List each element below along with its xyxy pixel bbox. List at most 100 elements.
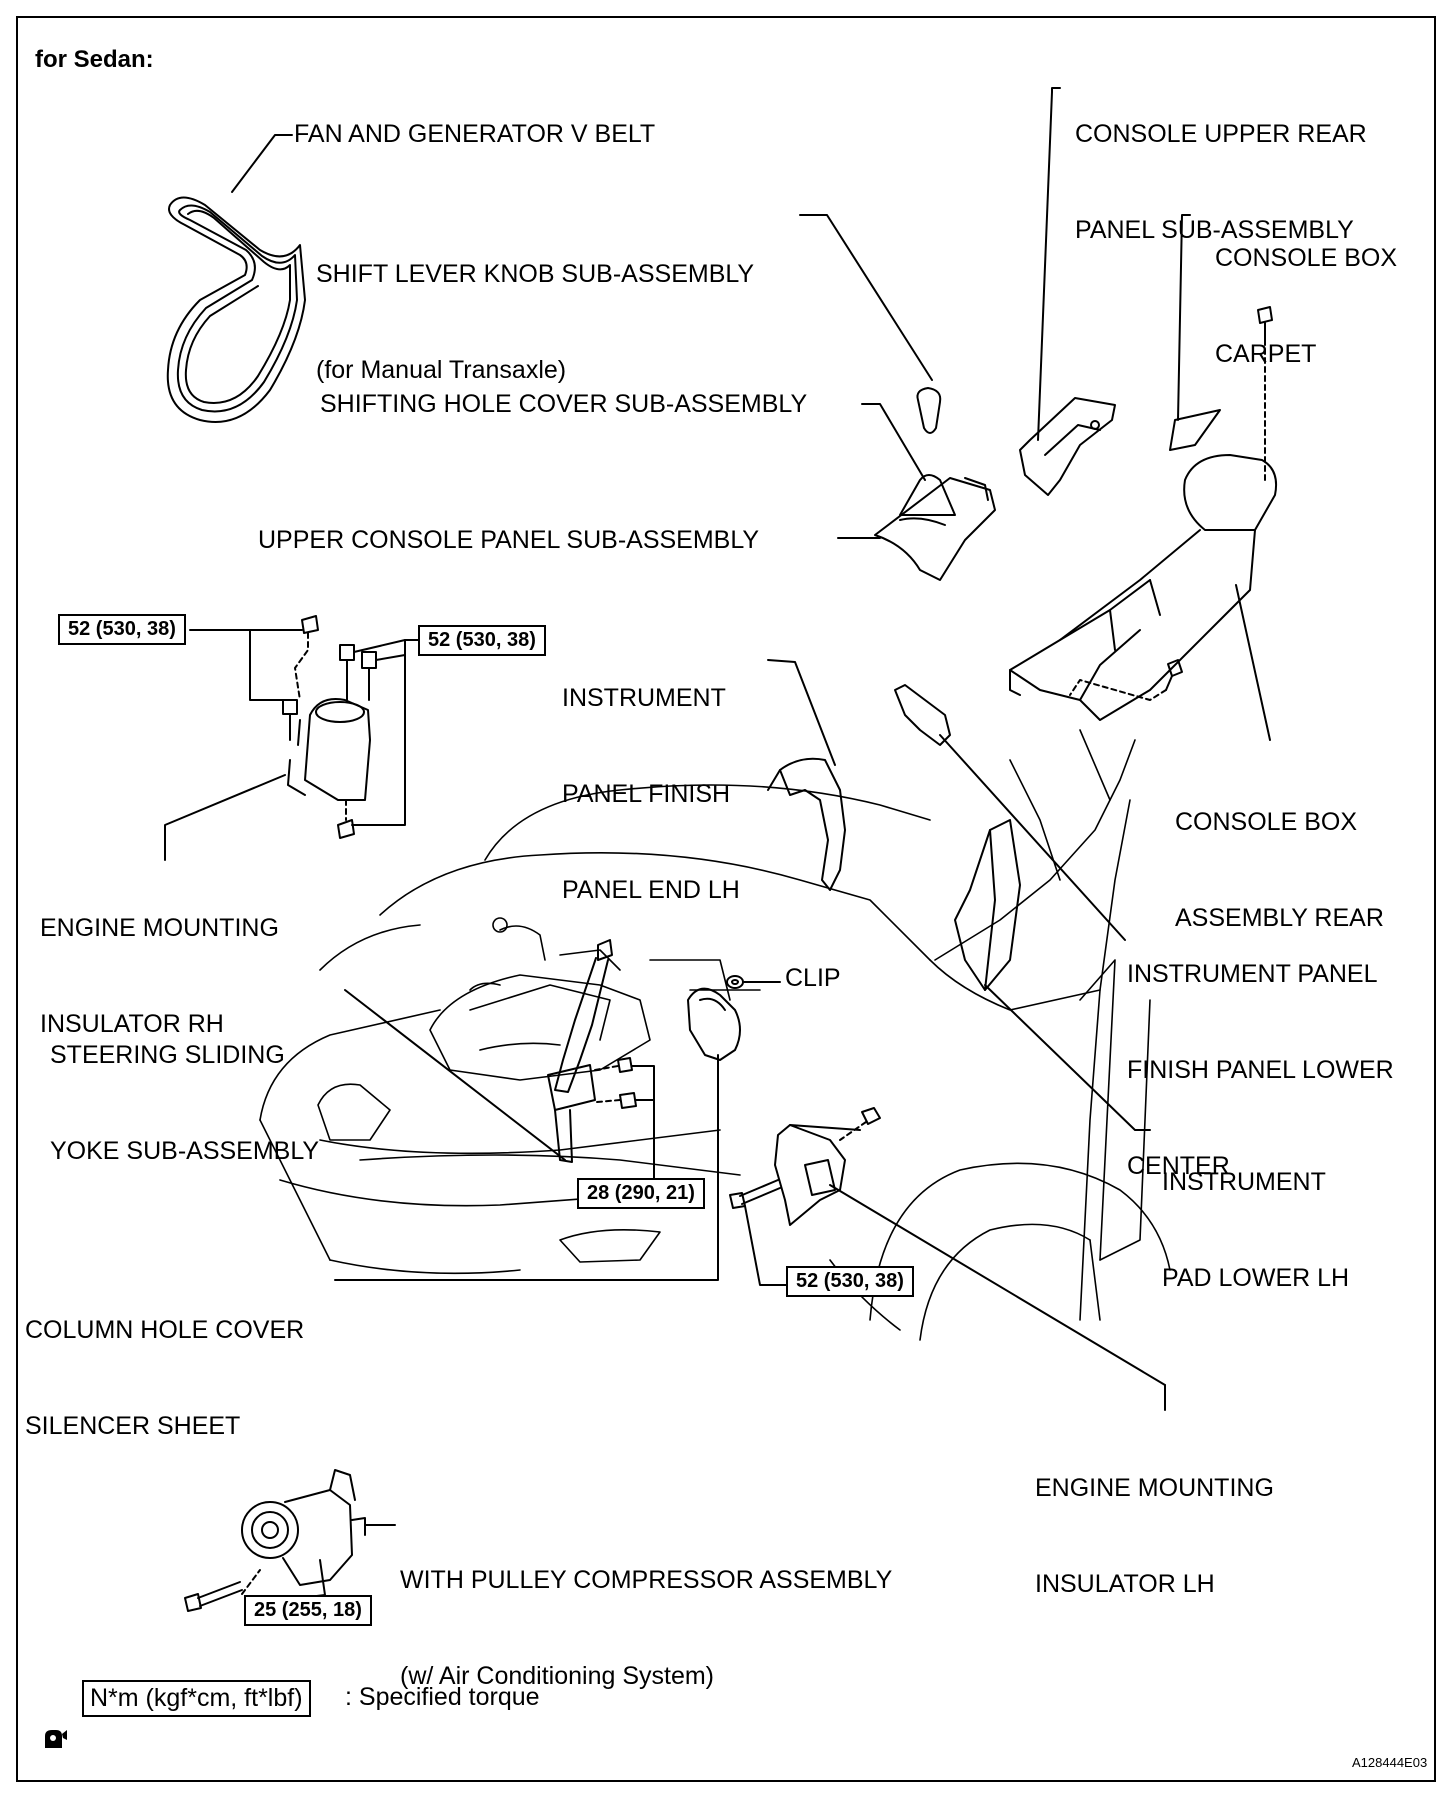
label-console-box-rear-line1: CONSOLE BOX (1175, 808, 1357, 836)
label-column-hole-cover-line2: SILENCER SHEET (25, 1412, 241, 1440)
label-console-box-carpet-line1: CONSOLE BOX (1215, 244, 1397, 272)
leader-engine-mount-lh (829, 1184, 1166, 1386)
mount-rh-guide (294, 632, 309, 701)
torque-bracket-rh-left (189, 629, 284, 701)
console-box-carpet-illustration (1169, 409, 1221, 451)
legend-description: : Specified torque (345, 1683, 540, 1711)
label-shift-hole-cover: SHIFTING HOLE COVER SUB-ASSEMBLY (320, 390, 808, 418)
label-finish-panel-lower-center: INSTRUMENT PANEL FINISH PANEL LOWER CENT… (1127, 894, 1394, 1246)
diagram-frame (16, 16, 1436, 1782)
torque-box-compressor: 25 (255, 18) (244, 1595, 372, 1626)
label-column-hole-cover: COLUMN HOLE COVER SILENCER SHEET (25, 1250, 304, 1506)
label-engine-mount-lh: ENGINE MOUNTING INSULATOR LH (1035, 1408, 1274, 1664)
label-console-box-rear-line2: ASSEMBLY REAR (1175, 904, 1384, 932)
legend-unit-box: N*m (kgf*cm, ft*lbf) (82, 1680, 311, 1717)
label-console-upper-rear: CONSOLE UPPER REAR PANEL SUB-ASSEMBLY (1075, 54, 1367, 310)
console-box-rear-illustration (1009, 454, 1278, 721)
leader-console-upper-rear (1037, 91, 1053, 441)
shift-boot-illustration (874, 474, 996, 581)
label-console-box-carpet: CONSOLE BOX CARPET (1215, 178, 1397, 434)
reuse-part-icon (45, 1730, 67, 1748)
engine-mount-lh-illustration (729, 1107, 881, 1226)
yoke-bolt-guide-b (596, 1099, 621, 1103)
label-finish-panel-lower-center-line1: INSTRUMENT PANEL (1127, 960, 1378, 988)
label-finish-panel-lower-center-line2: FINISH PANEL LOWER (1127, 1056, 1394, 1084)
label-finish-panel-end-lh-line3: PANEL END LH (562, 876, 740, 904)
instrument-pad-lower-lh-illustration (954, 819, 1021, 991)
variant-title: for Sedan: (35, 46, 154, 73)
label-shift-knob-line2: (for Manual Transaxle) (316, 356, 567, 384)
leader-shift-hole-cover (861, 403, 926, 481)
torque-bracket-yoke (631, 1065, 655, 1181)
label-engine-mount-rh-line1: ENGINE MOUNTING (40, 914, 279, 942)
finish-panel-lower-center-illustration (894, 684, 951, 746)
label-compressor-line2: (w/ Air Conditioning System) (400, 1662, 715, 1690)
label-console-upper-rear-line2: PANEL SUB-ASSEMBLY (1075, 216, 1354, 244)
engine-illustration (429, 917, 761, 1081)
leader-console-upper-rear-a (1051, 87, 1061, 93)
column-hole-cover-illustration (687, 987, 741, 1061)
torque-box-mount-rh-left: 52 (530, 38) (58, 614, 186, 645)
label-upper-console: UPPER CONSOLE PANEL SUB-ASSEMBLY (258, 526, 760, 554)
label-engine-mount-lh-line2: INSULATOR LH (1035, 1570, 1215, 1598)
label-fan-belt: FAN AND GENERATOR V BELT (294, 120, 656, 148)
label-console-upper-rear-line1: CONSOLE UPPER REAR (1075, 120, 1367, 148)
label-finish-panel-end-lh-line2: PANEL FINISH (562, 780, 731, 808)
leader-finish-lower-center (939, 734, 1126, 941)
console-upper-rear-panel-illustration (1019, 397, 1116, 496)
torque-box-mount-lh: 52 (530, 38) (786, 1266, 914, 1297)
torque-bracket-rh-right-c (375, 654, 406, 661)
leader-shift-knob (799, 214, 933, 381)
torque-bracket-lh (744, 1205, 789, 1286)
yoke-bolts-illustration (617, 1057, 637, 1109)
label-shift-knob: SHIFT LEVER KNOB SUB-ASSEMBLY (for Manua… (316, 194, 754, 450)
compressor-illustration (184, 1469, 366, 1612)
compressor-bolt-guide (241, 1569, 261, 1595)
label-compressor: WITH PULLEY COMPRESSOR ASSEMBLY (w/ Air … (400, 1500, 892, 1756)
label-engine-mount-rh-line2: INSULATOR RH (40, 1010, 224, 1038)
finish-panel-end-lh-illustration (767, 757, 846, 891)
label-finish-panel-lower-center-line3: CENTER (1127, 1152, 1230, 1180)
car-body-outline (259, 729, 1171, 1341)
leader-console-box-rear (1235, 584, 1271, 741)
clip-illustration (726, 975, 744, 989)
label-pad-lower-lh-line2: PAD LOWER LH (1162, 1264, 1350, 1292)
label-engine-mount-lh-line1: ENGINE MOUNTING (1035, 1474, 1274, 1502)
label-column-hole-cover-line1: COLUMN HOLE COVER (25, 1316, 305, 1344)
label-steering-yoke-line2: YOKE SUB-ASSEMBLY (50, 1137, 320, 1165)
figure-code: A128444E03 (1352, 1755, 1428, 1770)
leader-pad-lower-lh (984, 984, 1151, 1131)
leader-console-box-carpet (1177, 214, 1191, 421)
leader-finish-panel-end (767, 659, 836, 766)
shift-knob-illustration (916, 387, 942, 434)
leader-engine-mount-rh (164, 774, 286, 861)
leader-steering-yoke (344, 989, 566, 1161)
label-console-box-rear: CONSOLE BOX ASSEMBLY REAR (1175, 742, 1384, 998)
label-steering-yoke: STEERING SLIDING YOKE SUB-ASSEMBLY (50, 975, 319, 1231)
steering-yoke-illustration (547, 939, 613, 1163)
console-bolt-illustration (1257, 306, 1273, 341)
mount-lh-nut-guide (839, 1121, 867, 1141)
label-finish-panel-end-lh-line1: INSTRUMENT (562, 684, 726, 712)
torque-bracket-rh-right (351, 639, 419, 826)
label-console-box-carpet-line2: CARPET (1215, 340, 1317, 368)
console-bolt-guide (1069, 679, 1167, 701)
leader-v-belt (231, 134, 293, 193)
engine-mount-rh-illustration (282, 615, 377, 839)
label-clip: CLIP (785, 964, 841, 992)
leader-column-hole-cover (334, 1054, 719, 1281)
yoke-bolt-guide-a (594, 1065, 619, 1071)
console-side-bolt-illustration (1165, 659, 1183, 691)
label-pad-lower-lh-line1: INSTRUMENT (1162, 1168, 1326, 1196)
label-finish-panel-end-lh: INSTRUMENT PANEL FINISH PANEL END LH (562, 618, 740, 970)
torque-box-yoke: 28 (290, 21) (577, 1178, 705, 1209)
torque-box-mount-rh-right: 52 (530, 38) (418, 625, 546, 656)
label-compressor-line1: WITH PULLEY COMPRESSOR ASSEMBLY (400, 1566, 893, 1594)
label-steering-yoke-line1: STEERING SLIDING (50, 1041, 285, 1069)
label-engine-mount-rh: ENGINE MOUNTING INSULATOR RH (40, 848, 279, 1104)
v-belt-illustration (166, 196, 306, 423)
torque-bracket-rh-right-b (353, 639, 406, 653)
label-pad-lower-lh: INSTRUMENT PAD LOWER LH (1162, 1102, 1349, 1358)
